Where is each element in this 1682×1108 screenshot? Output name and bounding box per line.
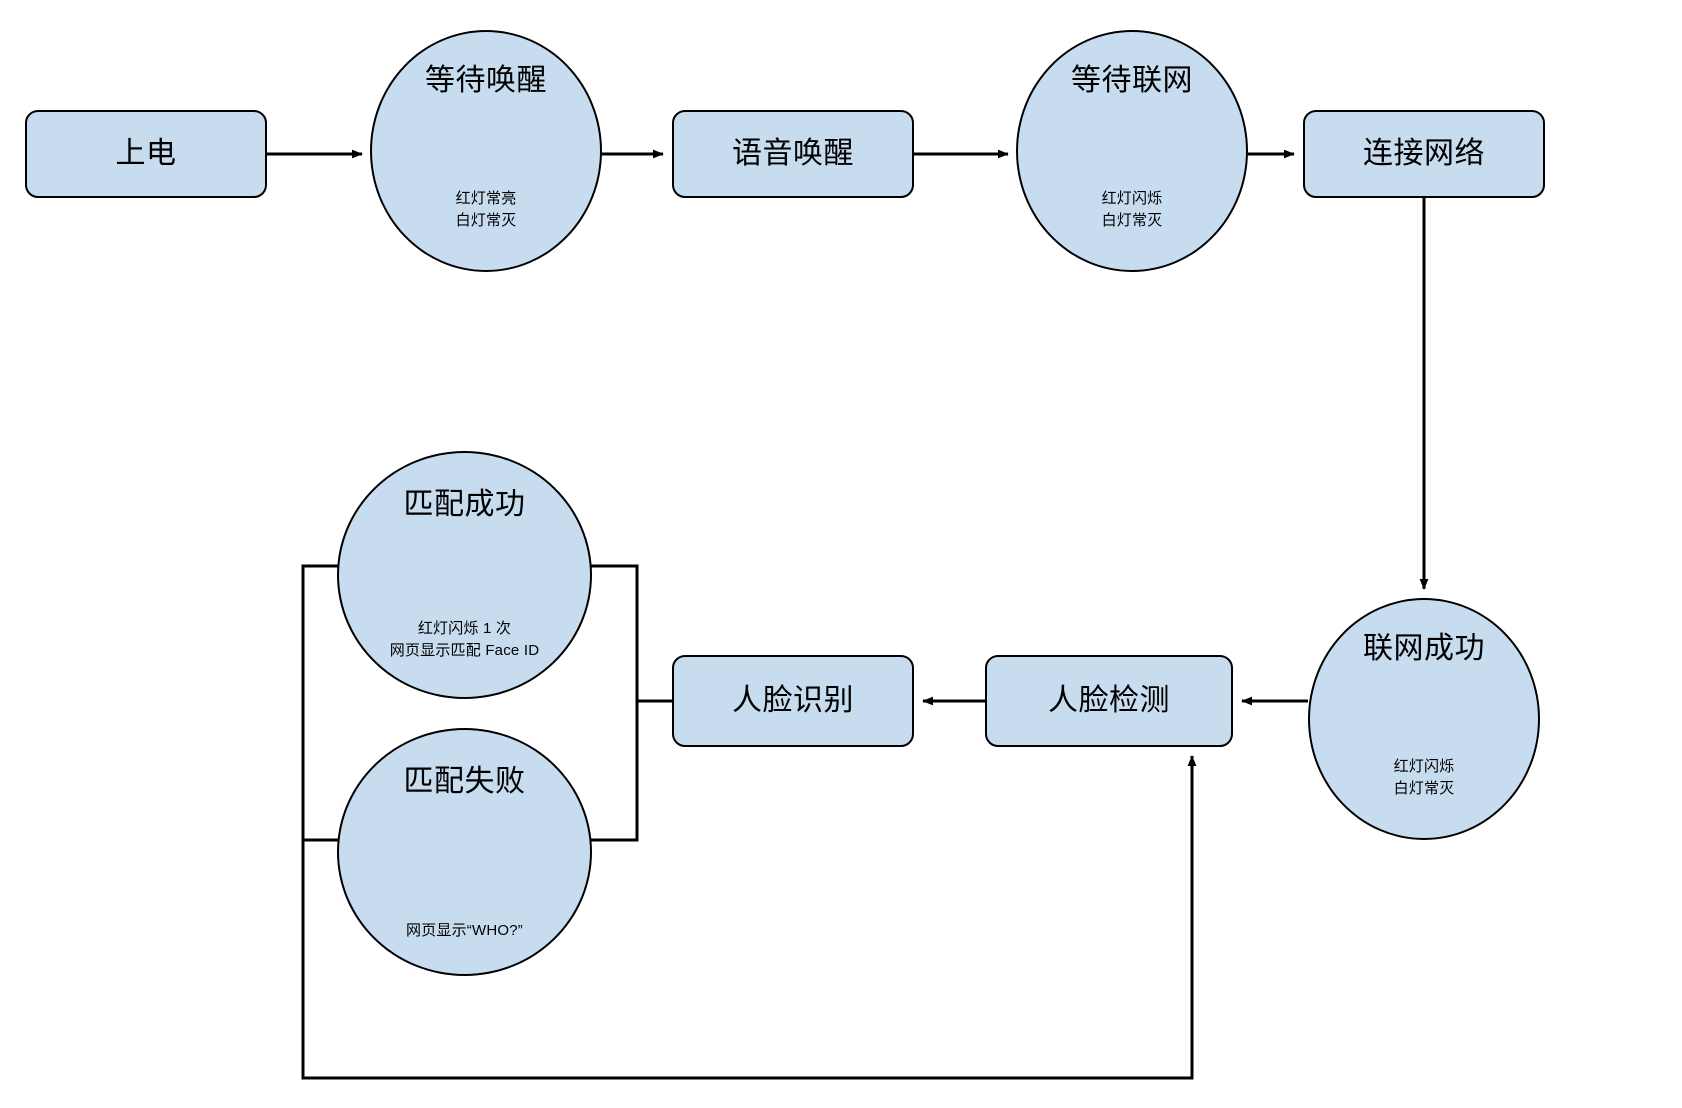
- node-wait-network-sub: 红灯闪烁 白灯常灭: [1101, 189, 1163, 229]
- node-power-on-title: 上电: [115, 136, 177, 170]
- node-face-recognize[interactable]: 人脸识别: [672, 655, 914, 747]
- node-wait-network[interactable]: 等待联网 红灯闪烁 白灯常灭: [1016, 30, 1248, 272]
- node-network-success-sub: 红灯闪烁 白灯常灭: [1393, 757, 1455, 797]
- node-match-fail[interactable]: 匹配失败 网页显示“WHO?”: [337, 728, 592, 976]
- node-power-on[interactable]: 上电: [25, 110, 267, 198]
- node-network-success-title: 联网成功: [1363, 631, 1485, 665]
- node-wait-network-title: 等待联网: [1071, 63, 1193, 97]
- node-face-detect[interactable]: 人脸检测: [985, 655, 1233, 747]
- node-match-fail-sub: 网页显示“WHO?”: [406, 921, 523, 939]
- node-wait-wakeup-title: 等待唤醒: [425, 63, 547, 97]
- node-voice-wakeup-title: 语音唤醒: [732, 136, 854, 170]
- node-face-recognize-title: 人脸识别: [732, 683, 854, 717]
- node-connect-network-title: 连接网络: [1363, 136, 1485, 170]
- node-match-success-sub: 红灯闪烁 1 次 网页显示匹配 Face ID: [389, 620, 540, 660]
- node-voice-wakeup[interactable]: 语音唤醒: [672, 110, 914, 198]
- node-network-success[interactable]: 联网成功 红灯闪烁 白灯常灭: [1308, 598, 1540, 840]
- node-face-detect-title: 人脸检测: [1048, 683, 1170, 717]
- node-match-fail-title: 匹配失败: [403, 765, 526, 799]
- node-match-success[interactable]: 匹配成功 红灯闪烁 1 次 网页显示匹配 Face ID: [337, 451, 592, 699]
- node-match-success-title: 匹配成功: [403, 488, 526, 522]
- node-wait-wakeup[interactable]: 等待唤醒 红灯常亮 白灯常灭: [370, 30, 602, 272]
- node-connect-network[interactable]: 连接网络: [1303, 110, 1545, 198]
- node-wait-wakeup-sub: 红灯常亮 白灯常灭: [455, 189, 517, 229]
